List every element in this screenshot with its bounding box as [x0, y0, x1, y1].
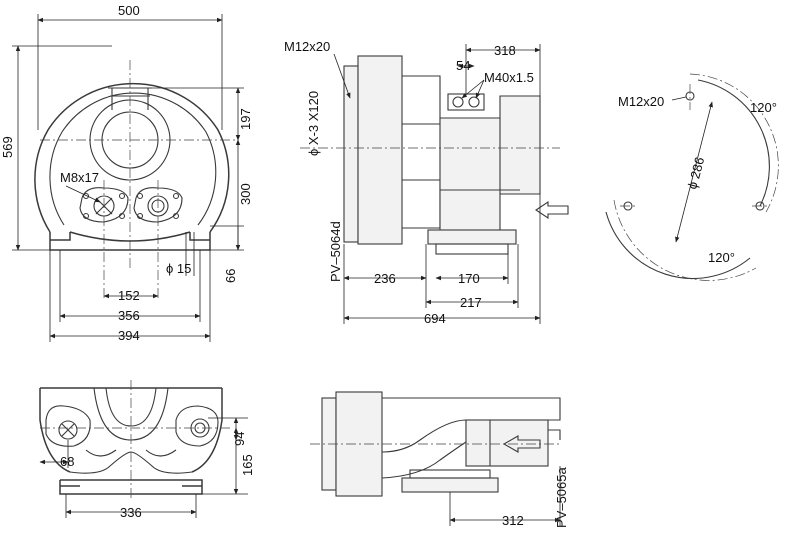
front-right-port: [133, 187, 183, 223]
br-housing: [335, 391, 383, 497]
flange-thread-m12x20: M12x20: [618, 94, 664, 109]
front-dim-300: 300: [238, 183, 253, 205]
flange-phi286: ϕ 286: [684, 155, 707, 190]
front-housing-outline: [34, 82, 230, 233]
flange-arc-top: [689, 73, 779, 213]
side-dim-694: 694: [424, 311, 446, 326]
side-inlet-arrow: [535, 200, 569, 220]
br-inlet-arrow: [502, 435, 541, 453]
front-dim-356: 356: [118, 308, 140, 323]
flange-arc-bottom: [605, 211, 751, 280]
side-dim-217: 217: [460, 295, 482, 310]
side-dim-54: 54: [456, 58, 470, 73]
side-view: M12x20 ϕ X-3 X120 318 54 M40x1.5 PV–5064…: [284, 39, 569, 326]
bl-dim-68: 68: [60, 454, 74, 469]
front-dim-569: 569: [0, 136, 15, 158]
front-dim-197: 197: [238, 108, 253, 130]
front-housing-inner: [49, 92, 217, 226]
side-dim-170: 170: [458, 271, 480, 286]
bottom-right-view: PV–5065a 312: [310, 391, 569, 528]
front-bolt-m8x17: M8x17: [60, 170, 99, 185]
side-flange: [343, 65, 359, 243]
br-base: [401, 477, 499, 493]
front-dim-66: 66: [223, 269, 238, 283]
front-dim-500: 500: [118, 3, 140, 18]
front-dim-394: 394: [118, 328, 140, 343]
bottom-left-view: 94 68 165 336: [39, 380, 255, 520]
side-model-pv5064d: PV–5064d: [328, 221, 343, 282]
bl-dim-94: 94: [232, 432, 247, 446]
front-left-port: [79, 187, 129, 223]
bl-left-port: [45, 405, 91, 447]
side-dim-236: 236: [374, 271, 396, 286]
bl-hub-arc: [93, 387, 169, 441]
front-dim-152: 152: [118, 288, 140, 303]
br-motor: [465, 419, 549, 467]
bl-right-port: [175, 405, 219, 447]
side-housing: [357, 55, 403, 245]
flange-angle-bottom: 120°: [708, 250, 735, 265]
side-dim-318: 318: [494, 43, 516, 58]
br-model-pv5065a: PV–5065a: [554, 467, 569, 528]
front-hole-phi15: ϕ 15: [166, 261, 191, 276]
side-bolt-pattern: ϕ X-3 X120: [306, 91, 321, 156]
flange-angle-top: 120°: [750, 100, 777, 115]
side-thread-m40x1-5: M40x1.5: [484, 70, 534, 85]
br-dim-312: 312: [502, 513, 524, 528]
flange-view: ϕ 286 M12x20 120° 120°: [605, 73, 779, 281]
front-top-neck: [108, 87, 152, 110]
side-motor: [439, 95, 541, 231]
side-base: [427, 229, 517, 245]
side-thread-m12x20: M12x20: [284, 39, 330, 54]
bl-dim-336: 336: [120, 505, 142, 520]
bl-dim-165: 165: [240, 454, 255, 476]
front-view: 500 569 197 300 66 ϕ 15 M8x17 152 356: [0, 3, 253, 343]
